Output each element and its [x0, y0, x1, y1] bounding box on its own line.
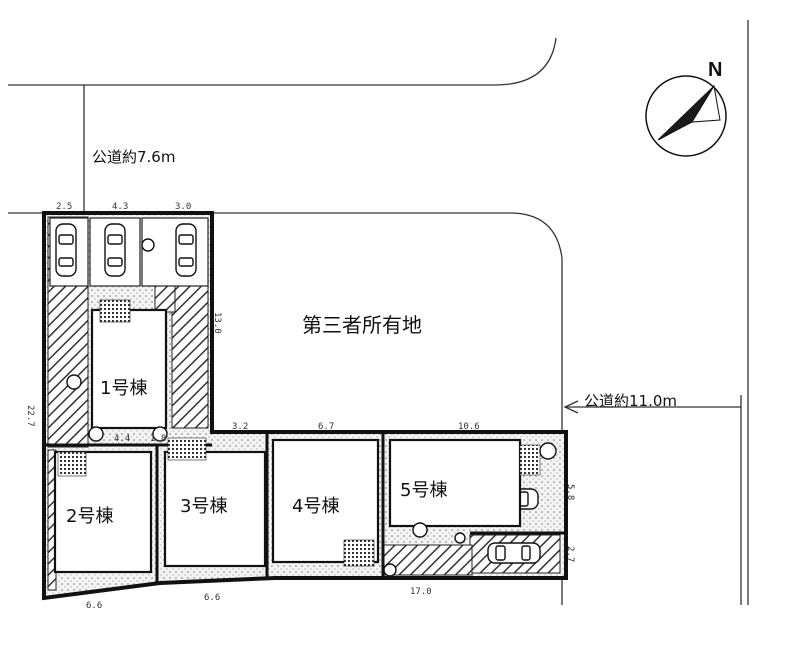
dim-mid-a: 3.2 [232, 422, 248, 432]
third-party-land-label: 第三者所有地 [302, 313, 422, 337]
dim-top-c: 3.0 [175, 202, 191, 212]
dim-mid-b: 6.7 [318, 422, 334, 432]
lot-dividers [44, 432, 566, 585]
entry-tiles [57, 299, 541, 567]
dim-mid-c: 10.6 [458, 422, 480, 432]
building-3-label: 3号棟 [180, 496, 227, 517]
dim-top-b: 4.3 [112, 202, 128, 212]
compass-icon: N [645, 59, 727, 157]
dim-top-a: 2.5 [56, 202, 72, 212]
north-label: N [708, 59, 722, 81]
dim-lot1-bottom: 4.4 [114, 434, 130, 444]
dim-bottom-a: 6.6 [86, 601, 102, 611]
building-5-label: 5号棟 [400, 480, 447, 501]
site-fixtures [66, 238, 557, 577]
dim-bottom-b: 6.6 [204, 593, 220, 603]
dim-left-side: 22.7 [25, 405, 35, 427]
building-1-footprint [90, 308, 168, 430]
building-2-label: 2号棟 [66, 506, 113, 527]
dim-bottom-c: 17.0 [410, 587, 432, 597]
building-3-footprint [163, 450, 267, 568]
building-4-label: 4号棟 [292, 496, 339, 517]
dim-right-lower: 2.7 [565, 546, 575, 562]
building-labels: 1号棟 2号棟 3号棟 4号棟 5号棟 [66, 378, 447, 527]
dim-lot1-bottom-b: 1.8 [150, 434, 166, 444]
building-5-footprint [388, 438, 522, 528]
east-road-label: 公道約11.0m [584, 392, 677, 410]
west-road-label: 公道約7.6m [92, 148, 175, 166]
building-1-label: 1号棟 [100, 378, 147, 399]
road-lines [8, 20, 749, 605]
dim-right-upper: 5.8 [565, 484, 575, 500]
dim-lot1-side: 13.0 [212, 312, 222, 334]
dimension-labels: 2.5 4.3 3.0 22.7 13.0 3.2 6.7 10.6 5.8 2… [25, 202, 575, 611]
